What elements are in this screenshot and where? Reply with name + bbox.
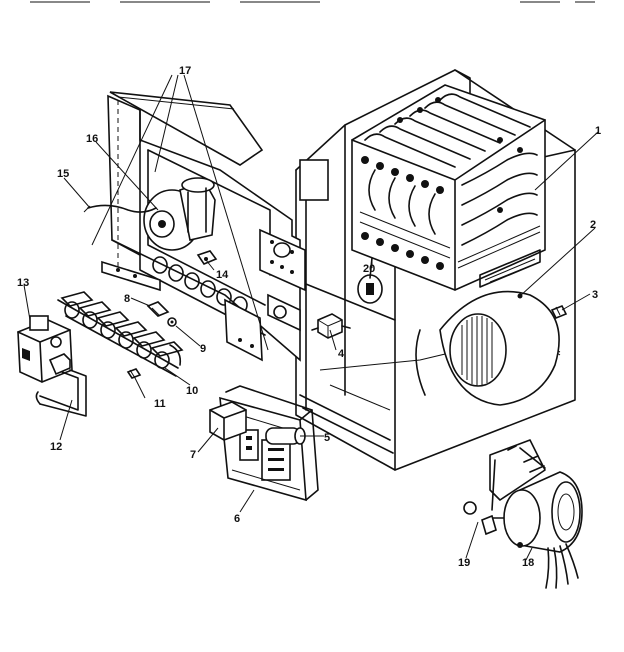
capacitor-part-5 <box>265 427 306 445</box>
callout-5: 5 <box>324 432 330 444</box>
callout-17: 17 <box>179 65 191 77</box>
gas-valve-part-13 <box>17 315 73 383</box>
inducer-motor-part-16 <box>143 177 216 251</box>
callout-15: 15 <box>57 168 69 180</box>
screw-part-9 <box>167 317 177 327</box>
callout-6: 6 <box>234 513 240 525</box>
leader-lines <box>23 74 599 561</box>
callout-10: 10 <box>186 385 198 397</box>
pressure-switch-part-4 <box>311 313 351 339</box>
blower-motor-part-18 <box>487 471 583 589</box>
flame-sensor-part-20 <box>357 257 383 304</box>
motor-mount-part-19 <box>463 439 546 548</box>
callout-7: 7 <box>190 449 196 461</box>
callout-20: 20 <box>363 263 375 275</box>
rollout-switch-part-3 <box>550 304 568 320</box>
callout-4: 4 <box>338 348 345 360</box>
callout-9: 9 <box>200 343 206 355</box>
heat-exchanger <box>351 84 546 291</box>
gas-pipe-part-12 <box>35 369 87 417</box>
callout-18: 18 <box>522 557 534 569</box>
callout-13: 13 <box>17 277 29 289</box>
burners-part-10 <box>57 291 184 377</box>
callout-3: 3 <box>592 289 598 301</box>
callout-2: 2 <box>590 219 596 231</box>
transformer-part-7 <box>209 401 247 441</box>
callout-16: 16 <box>86 133 98 145</box>
cabinet-bracket-top <box>299 159 329 201</box>
blower-assembly <box>415 290 560 406</box>
callout-12: 12 <box>50 441 62 453</box>
callout-19: 19 <box>458 557 470 569</box>
callout-labels: 17 1 2 3 4 5 6 7 8 9 10 11 12 13 14 15 1… <box>17 65 601 569</box>
callout-1: 1 <box>595 125 601 137</box>
igniter-bracket-part-8 <box>146 301 170 317</box>
callout-11: 11 <box>154 398 166 410</box>
callout-14: 14 <box>216 269 229 281</box>
burner-bracket <box>101 260 161 292</box>
callout-8: 8 <box>124 293 130 305</box>
igniter-part-14 <box>196 250 218 265</box>
